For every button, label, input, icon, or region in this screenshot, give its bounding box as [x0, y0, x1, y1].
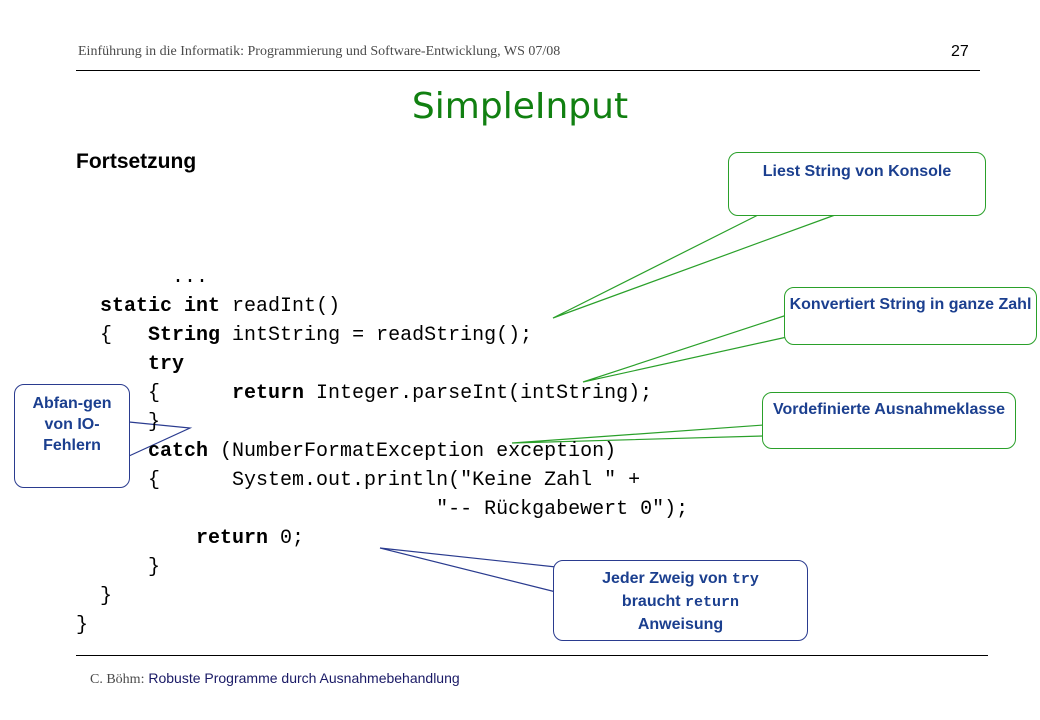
- footer-author: C. Böhm:: [90, 672, 145, 687]
- code-line: { String intString = readString();: [100, 324, 533, 347]
- code-line: }: [76, 614, 89, 637]
- code-line: }: [148, 556, 161, 579]
- callout-jeder-zweig: Jeder Zweig von try braucht return Anwei…: [553, 560, 808, 641]
- code-line: "-- Rückgabewert 0");: [436, 498, 689, 521]
- callout-abfangen: Abfan-gen von IO-Fehlern: [14, 384, 130, 488]
- code-line: ...: [172, 266, 209, 289]
- slide-subtitle: Fortsetzung: [76, 150, 197, 173]
- footer-topic: Robuste Programme durch Ausnahmebehandlu…: [148, 670, 460, 686]
- callout-konvertiert: Konvertiert String in ganze Zahl: [784, 287, 1037, 345]
- callout-vordefiniert: Vordefinierte Ausnahmeklasse: [762, 392, 1016, 449]
- header-rule: [76, 70, 980, 71]
- code-line: return 0;: [196, 527, 305, 550]
- course-header: Einführung in die Informatik: Programmie…: [78, 44, 561, 59]
- footer-rule: [76, 655, 988, 656]
- code-line: static int readInt(): [100, 295, 341, 318]
- page-number: 27: [951, 43, 969, 60]
- callout-liest-string: Liest String von Konsole: [728, 152, 986, 216]
- code-line: { return Integer.parseInt(intString);: [148, 382, 653, 405]
- code-line: { System.out.println("Keine Zahl " +: [148, 469, 641, 492]
- code-line: }: [148, 411, 161, 434]
- code-line: }: [100, 585, 113, 608]
- code-block: ... static int readInt() { String intStr…: [76, 263, 688, 640]
- slide-title: SimpleInput: [411, 86, 629, 127]
- code-line: catch (NumberFormatException exception): [148, 440, 617, 463]
- footer: C. Böhm: Robuste Programme durch Ausnahm…: [90, 670, 460, 688]
- code-line: try: [148, 353, 185, 376]
